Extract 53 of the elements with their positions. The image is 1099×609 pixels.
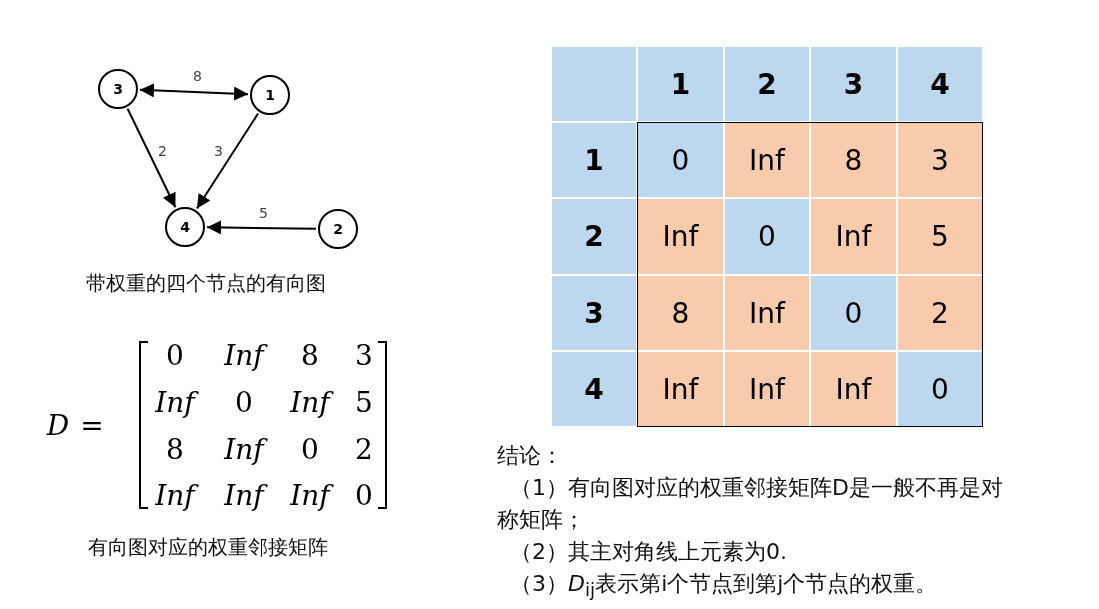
matrix-entry: 3 [355, 338, 373, 372]
table-cell: 0 [810, 275, 897, 351]
table-header-cell: 1 [551, 122, 637, 198]
table-cell: Inf [637, 351, 724, 427]
matrix-symbol: D [46, 408, 70, 442]
table-cell: Inf [637, 198, 724, 275]
table-cell: Inf [724, 351, 810, 427]
caption: 有向图对应的权重邻接矩阵 [88, 534, 328, 561]
table-cell: 3 [897, 122, 983, 198]
arrow [139, 83, 249, 101]
table-cell: 5 [897, 198, 983, 275]
conclusion-text: （1）有向图对应的权重邻接矩阵D是一般不再是对称矩阵； [497, 474, 1004, 534]
table-header-cell: 3 [810, 46, 897, 122]
matrix-entry: 5 [355, 385, 373, 419]
table-cell: Inf [724, 275, 810, 351]
matrix-entry: 0 [355, 478, 373, 512]
table-header-cell: 3 [551, 275, 637, 351]
matrix-entry: 2 [355, 432, 373, 466]
node-circle: 1 [250, 75, 290, 115]
arrow [206, 220, 317, 235]
table-header-cell: 1 [637, 46, 724, 122]
table-cell: 8 [637, 275, 724, 351]
matrix-entry: 8 [166, 432, 184, 466]
table-cell: Inf [724, 122, 810, 198]
node-circle: 3 [98, 69, 138, 109]
table-cell: 2 [897, 275, 983, 351]
edge-label: 2 [157, 143, 168, 159]
edge-label: 3 [213, 143, 224, 159]
matrix-entry: 8 [301, 338, 319, 372]
table-cell: Inf [810, 351, 897, 427]
arrow [195, 112, 260, 210]
table-header-cell: 2 [551, 198, 637, 275]
node-circle: 2 [318, 209, 358, 249]
matrix-entry: 0 [166, 338, 184, 372]
table-cell: 8 [810, 122, 897, 198]
edge-label: 5 [258, 205, 269, 221]
conclusion-text: 结论： [497, 442, 564, 470]
table-cell: 0 [897, 351, 983, 427]
table-header-cell: 4 [897, 46, 983, 122]
table-cell: 0 [724, 198, 810, 275]
table-header-cell: 2 [724, 46, 810, 122]
conclusion-text: （3）D$_{ij}$表示第i个节点到第j个节点的权重。 [510, 570, 939, 603]
arrow [126, 107, 177, 209]
edge-label: 8 [192, 68, 203, 84]
caption: 带权重的四个节点的有向图 [86, 270, 326, 297]
table-cell: Inf [810, 198, 897, 275]
conclusion-text: （2）其主对角线上元素为0. [510, 538, 788, 566]
matrix-entry: 0 [235, 385, 253, 419]
node-circle: 4 [165, 207, 205, 247]
table-header-cell: 4 [551, 351, 637, 427]
matrix-entry: 0 [301, 432, 319, 466]
equals-sign: = [80, 408, 104, 442]
table-cell: 0 [637, 122, 724, 198]
